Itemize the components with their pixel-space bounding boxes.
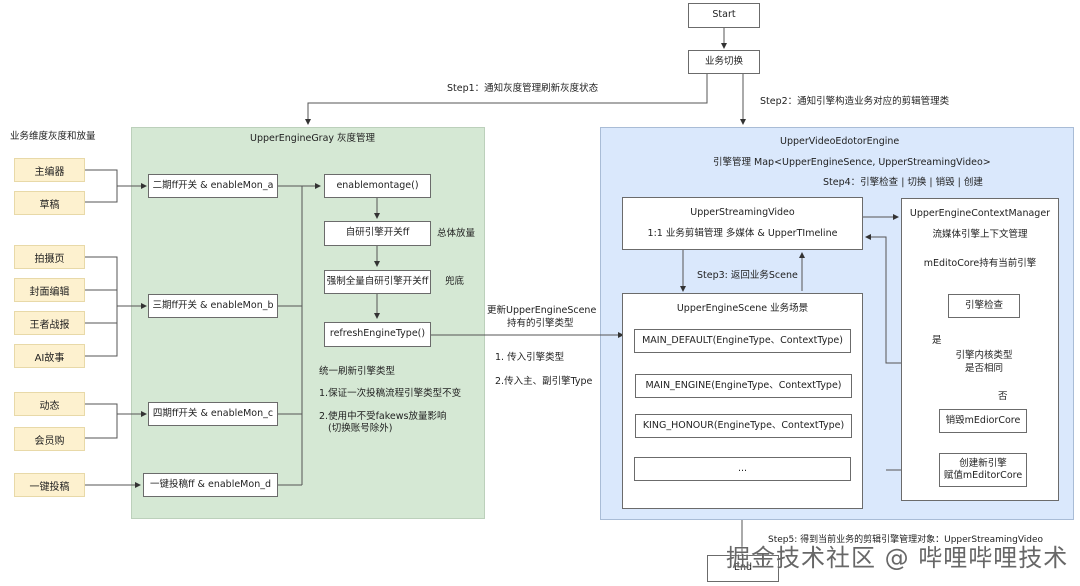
- scene-item: KING_HONOUR(EngineType、ContextType): [635, 414, 852, 438]
- business-switch-node: 业务切换: [688, 50, 760, 74]
- switch-box: 一键投稿ff & enableMon_d: [143, 473, 278, 497]
- business-item: 会员购: [14, 427, 85, 451]
- step5-label: Step5: 得到当前业务的剪辑引擎管理对象：UpperStreamingVid…: [768, 535, 1044, 545]
- step1-label: Step1：通知灰度管理刷新灰度状态: [447, 83, 599, 94]
- step2-label: Step2：通知引擎构造业务对应的剪辑管理类: [760, 96, 950, 107]
- arrow-step1: [305, 74, 708, 125]
- streaming-video-box: UpperStreamingVideo 1:1 业务剪辑管理 多媒体 & Upp…: [622, 197, 863, 250]
- switch-box: 二期ff开关 & enableMon_a: [148, 174, 278, 198]
- bracket-a: [85, 169, 118, 203]
- note-fallback: 兜底: [445, 276, 465, 287]
- step-force-self-engine: 强制全量自研引擎开关ff: [324, 270, 431, 294]
- business-item: 一键投稿: [14, 473, 85, 497]
- pass-label-1: 1. 传入引擎类型: [495, 352, 565, 363]
- update-label-1: 更新UpperEngineScene: [487, 305, 597, 316]
- summary-2a: 2.使用中不受fakews放量影响: [319, 411, 447, 422]
- ctx-core: mEditoCore持有当前引擎: [923, 257, 1037, 269]
- engine-map: 引擎管理 Map<UpperEngineSence, UpperStreamin…: [713, 157, 991, 168]
- step-self-engine-switch: 自研引擎开关ff: [324, 221, 431, 246]
- engine-check-box: 引擎检查: [948, 294, 1020, 318]
- watermark: 掘金技术社区 @ 哔哩哔哩技术: [726, 544, 1069, 572]
- yes-label: 是: [932, 335, 942, 346]
- decision-line-1: 引擎内核类型: [955, 350, 1013, 361]
- create-line-2: 赋值mEditorCore: [943, 470, 1023, 481]
- create-line-1: 创建新引擎: [959, 457, 1007, 469]
- business-switch-label: 业务切换: [704, 55, 743, 67]
- note-overall: 总体放量: [437, 228, 476, 239]
- step-enablemontage: enablemontage(): [324, 174, 431, 198]
- scene-item: ...: [634, 457, 851, 481]
- start-node: Start: [688, 3, 760, 28]
- destroy-core-box: 销毁mEdiorCore: [939, 409, 1027, 433]
- step3-label: Step3: 返回业务Scene: [697, 270, 798, 281]
- no-label: 否: [998, 391, 1008, 402]
- scene-item: MAIN_ENGINE(EngineType、ContextType): [635, 374, 852, 398]
- scene-title: UpperEngineScene 业务场景: [676, 303, 809, 314]
- step4-label: Step4：引擎检查 | 切换 | 销毁 | 创建: [823, 177, 983, 188]
- decision-line-2: 是否相同: [964, 362, 1003, 374]
- decision-diamond: 引擎内核类型 是否相同: [944, 350, 1024, 376]
- summary-1: 1.保证一次投稿流程引擎类型不变: [319, 388, 462, 399]
- ctx-title: UpperEngineContextManager: [909, 208, 1051, 219]
- start-label: Start: [712, 9, 736, 21]
- business-item: AI故事: [14, 344, 85, 368]
- business-item: 拍摄页: [14, 245, 85, 269]
- end-node: End: [707, 555, 779, 582]
- step-refresh-engine-type: refreshEngineType(): [324, 322, 431, 347]
- streaming-desc: 1:1 业务剪辑管理 多媒体 & UpperTImeline: [647, 228, 838, 239]
- context-manager-box: UpperEngineContextManager 流媒体引擎上下文管理 mEd…: [901, 198, 1059, 501]
- business-item: 主编器: [14, 158, 85, 182]
- business-item: 封面编辑: [14, 278, 85, 302]
- update-label-2: 持有的引擎类型: [507, 318, 574, 329]
- pass-label-2: 2.传入主、副引擎Type: [495, 376, 593, 387]
- switch-box: 四期ff开关 & enableMon_c: [148, 402, 278, 426]
- ctx-desc: 流媒体引擎上下文管理: [932, 229, 1028, 241]
- end-label: End: [733, 562, 753, 574]
- streaming-title: UpperStreamingVideo: [690, 206, 795, 218]
- business-item: 动态: [14, 392, 85, 416]
- create-engine-box: 创建新引擎 赋值mEditorCore: [939, 453, 1027, 487]
- summary-title: 统一刷新引擎类型: [319, 366, 396, 377]
- engine-title: UpperVideoEdotorEngine: [780, 136, 900, 147]
- gray-title: UpperEngineGray 灰度管理: [250, 133, 376, 144]
- business-item: 草稿: [14, 191, 85, 215]
- business-item: 王者战报: [14, 311, 85, 335]
- scene-item: MAIN_DEFAULT(EngineType、ContextType): [634, 329, 851, 353]
- switch-box: 三期ff开关 & enableMon_b: [148, 294, 278, 318]
- business-title: 业务维度灰度和放量: [10, 131, 96, 142]
- summary-2b: (切换账号除外): [328, 423, 393, 434]
